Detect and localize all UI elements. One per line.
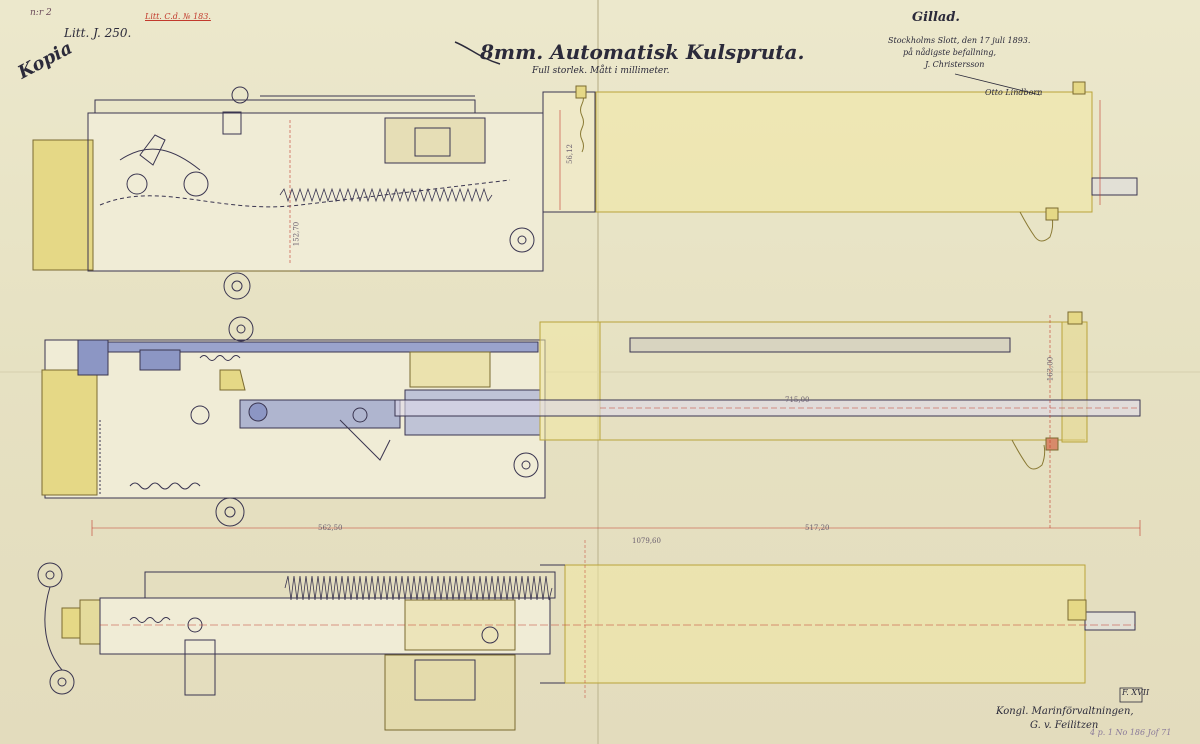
approval-heading: Gillad. xyxy=(912,10,960,25)
archive-stamp: F. XVII xyxy=(1122,688,1150,697)
title-flourish xyxy=(454,41,501,65)
drawing-subtitle: Full storlek. Mått i millimeter. xyxy=(532,66,670,76)
approval-line-2: på nådigste befallning, xyxy=(903,48,996,57)
approval-rule-line xyxy=(954,73,1041,96)
approval-line-3: J. Christersson xyxy=(925,60,985,69)
footer-archive-number: 4 p. 1 No 186 Jof 71 xyxy=(1090,728,1172,737)
approval-line-1: Stockholms Slott, den 17 juli 1893. xyxy=(888,36,1031,45)
dimension-label-1: 562,50 xyxy=(318,524,343,532)
drawing-title: 8mm. Automatisk Kulspruta. xyxy=(480,40,805,64)
longitudinal-section-view xyxy=(41,311,1141,536)
dimension-label-4: 715,00 xyxy=(785,396,810,404)
dimension-label-6: 163,00 xyxy=(1046,356,1055,382)
corner-reference: n:r 2 xyxy=(30,8,52,18)
drawing-reference-left: Litt. J. 250. xyxy=(64,26,132,40)
stamp-frame xyxy=(1119,687,1143,703)
drawing-reference-mid: Litt. C.d. № 183. xyxy=(145,12,211,21)
plan-view xyxy=(37,540,1136,731)
dimension-label-3: 517,20 xyxy=(805,524,830,532)
side-elevation-view xyxy=(32,81,1138,300)
approval-signature: Otto Lindborn xyxy=(985,88,1043,97)
dimension-label-5: 152,70 xyxy=(292,221,301,247)
footer-organization: Kongl. Marinförvaltningen, xyxy=(996,706,1134,717)
dimension-label-7: 56,12 xyxy=(566,143,575,165)
dimension-label-2: 1079,60 xyxy=(632,537,661,545)
footer-signer: G. v. Feilitzen xyxy=(1030,720,1099,731)
